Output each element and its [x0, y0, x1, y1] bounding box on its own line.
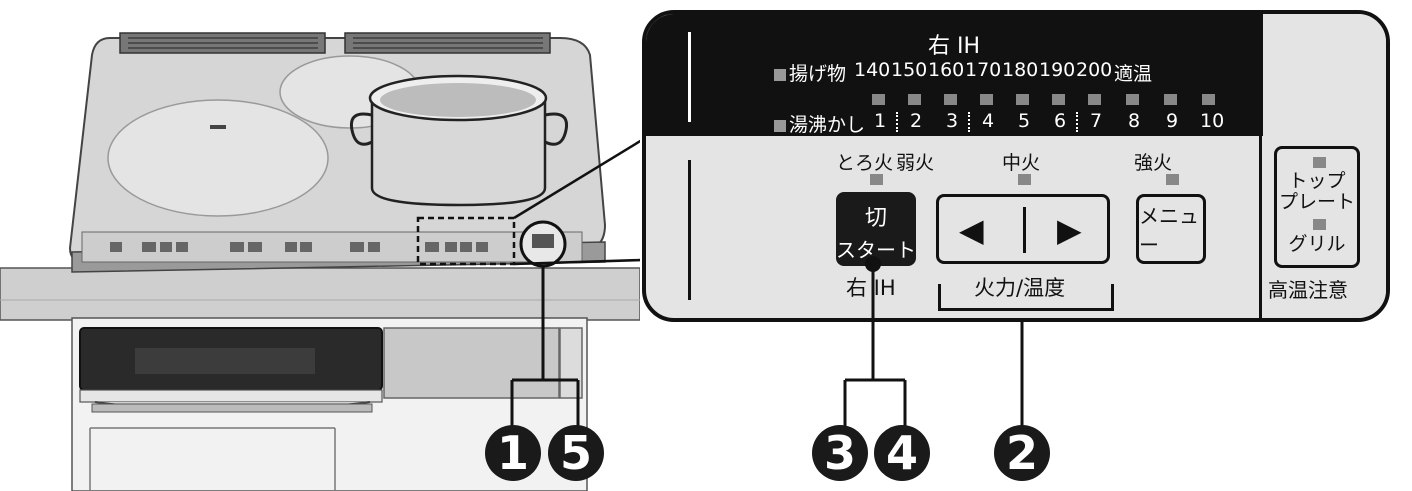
- panel-title: 右 IH: [928, 34, 981, 59]
- callout-2: 2: [994, 425, 1050, 481]
- callout-4: 4: [874, 425, 930, 481]
- fry-temp-200: 200: [1076, 59, 1113, 81]
- level-led-1: [872, 94, 885, 105]
- fry-temp-190: 190: [1039, 59, 1076, 81]
- top-plate-led: [1313, 157, 1326, 168]
- boil-level-9: 9: [1166, 110, 1179, 132]
- heat-label-low: 弱火: [896, 152, 935, 174]
- boil-level-2: 2: [910, 110, 923, 132]
- heat-led-simmer: [870, 174, 883, 185]
- power-button-line1: 切: [864, 206, 887, 231]
- level-led-4: [980, 94, 993, 105]
- fry-temp-160: 160: [928, 59, 965, 81]
- fry-temp-140: 140: [854, 59, 891, 81]
- boil-level-4: 4: [982, 110, 995, 132]
- fry-temp-170: 170: [965, 59, 1002, 81]
- top-plate-label: トップ プレート: [1278, 170, 1355, 213]
- fry-label: 揚げ物: [789, 63, 847, 85]
- boil-level-6: 6: [1054, 110, 1067, 132]
- menu-button[interactable]: メニュー: [1136, 194, 1206, 264]
- heat-led-medium: [1018, 174, 1031, 185]
- heat-label-medium: 中火: [1002, 152, 1041, 174]
- level-led-6: [1052, 94, 1065, 105]
- heat-label-high: 強火: [1134, 152, 1173, 174]
- adjust-caption: 火力/温度: [974, 276, 1066, 300]
- fry-temp-optimal: 適温: [1114, 63, 1153, 85]
- top-plate-grill-button[interactable]: トップ プレート グリル: [1274, 146, 1360, 268]
- fry-temp-row: 揚げ物: [774, 59, 846, 86]
- callout-5: 5: [548, 425, 604, 481]
- boil-label: 湯沸かし: [789, 114, 866, 136]
- level-led-5: [1016, 94, 1029, 105]
- power-button-caption: 右 IH: [846, 276, 896, 300]
- grill-led: [1313, 219, 1326, 230]
- level-led-8: [1126, 94, 1139, 105]
- high-temp-caution: 高温注意: [1268, 278, 1348, 302]
- boil-indicator-icon: [774, 119, 786, 132]
- heat-label-simmer: とろ火: [836, 152, 894, 174]
- heat-led-high: [1166, 174, 1179, 185]
- right-ih-control-panel: 右 IH 揚げ物 140 150 160 170 180 190 200 適温 …: [642, 10, 1390, 322]
- power-start-button[interactable]: 切 スタート: [836, 192, 916, 266]
- heat-adjust-button[interactable]: ◀ ▶: [936, 194, 1110, 264]
- display-area: 右 IH 揚げ物 140 150 160 170 180 190 200 適温 …: [646, 14, 1263, 136]
- boil-level-5: 5: [1018, 110, 1031, 132]
- boil-level-10: 10: [1200, 110, 1225, 132]
- level-led-9: [1164, 94, 1177, 105]
- callout-1: 1: [485, 425, 541, 481]
- stove-illustration: [0, 32, 640, 491]
- boil-level-8: 8: [1128, 110, 1141, 132]
- decrease-arrow-icon[interactable]: ◀: [959, 211, 984, 249]
- level-led-3: [944, 94, 957, 105]
- fry-indicator-icon: [774, 68, 786, 81]
- callout-3: 3: [812, 425, 868, 481]
- boil-level-3: 3: [946, 110, 959, 132]
- boil-level-1: 1: [874, 110, 887, 132]
- level-led-10: [1202, 94, 1215, 105]
- boil-level-7: 7: [1090, 110, 1103, 132]
- fry-temp-150: 150: [891, 59, 928, 81]
- boil-row: 湯沸かし: [774, 110, 865, 137]
- level-led-7: [1088, 94, 1101, 105]
- increase-arrow-icon[interactable]: ▶: [1057, 211, 1082, 249]
- level-led-2: [908, 94, 921, 105]
- menu-button-label: メニュー: [1139, 204, 1199, 257]
- fry-temp-180: 180: [1002, 59, 1039, 81]
- grill-label: グリル: [1288, 233, 1346, 255]
